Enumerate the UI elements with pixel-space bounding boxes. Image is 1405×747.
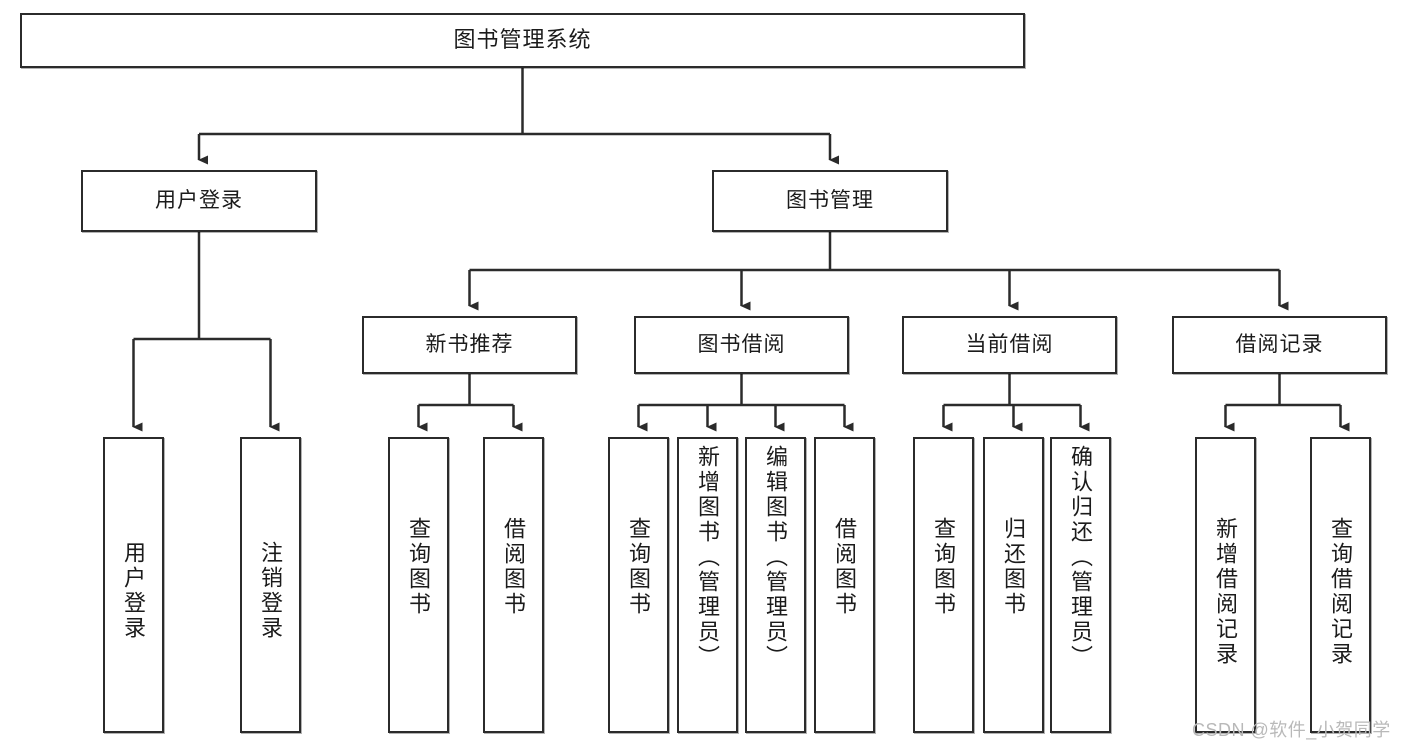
- node-l_confirm[interactable]: 确认归还（管理员）: [1050, 437, 1111, 733]
- node-label-l_edit: 编辑图书（管理员）: [763, 445, 789, 670]
- node-label-records: 借阅记录: [1235, 333, 1324, 357]
- node-label-l_add: 新增图书（管理员）: [695, 445, 721, 670]
- node-label-l_q3: 查询图书: [931, 517, 957, 617]
- node-label-l_qryrec: 查询借阅记录: [1328, 517, 1354, 667]
- node-borrow[interactable]: 图书借阅: [634, 316, 849, 374]
- node-l_logout[interactable]: 注销登录: [240, 437, 301, 733]
- node-label-l_q1: 查询图书: [406, 517, 432, 617]
- node-l_addrec[interactable]: 新增借阅记录: [1195, 437, 1256, 733]
- node-label-l_b1: 借阅图书: [501, 517, 527, 617]
- node-bookmgmt[interactable]: 图书管理: [712, 170, 948, 232]
- node-l_qryrec[interactable]: 查询借阅记录: [1310, 437, 1371, 733]
- node-l_return[interactable]: 归还图书: [983, 437, 1044, 733]
- watermark-label: CSDN @软件_小贺同学: [1192, 720, 1391, 740]
- node-l_add[interactable]: 新增图书（管理员）: [677, 437, 738, 733]
- node-label-root: 图书管理系统: [453, 27, 592, 53]
- node-label-bookmgmt: 图书管理: [786, 189, 874, 213]
- node-l_q2[interactable]: 查询图书: [608, 437, 669, 733]
- node-label-l_login: 用户登录: [121, 541, 147, 641]
- node-newrec[interactable]: 新书推荐: [362, 316, 577, 374]
- node-label-l_q2: 查询图书: [626, 517, 652, 617]
- node-label-borrow: 图书借阅: [697, 333, 786, 357]
- node-l_b1[interactable]: 借阅图书: [483, 437, 544, 733]
- node-root[interactable]: 图书管理系统: [20, 13, 1025, 68]
- node-label-current: 当前借阅: [965, 333, 1054, 357]
- node-label-newrec: 新书推荐: [425, 333, 514, 357]
- node-label-l_return: 归还图书: [1001, 517, 1027, 617]
- node-label-l_confirm: 确认归还（管理员）: [1068, 445, 1094, 670]
- node-records[interactable]: 借阅记录: [1172, 316, 1387, 374]
- node-label-l_b2: 借阅图书: [832, 517, 858, 617]
- node-label-l_logout: 注销登录: [258, 541, 284, 641]
- node-l_q3[interactable]: 查询图书: [913, 437, 974, 733]
- node-l_q1[interactable]: 查询图书: [388, 437, 449, 733]
- edge-group: [132, 68, 1350, 432]
- node-l_b2[interactable]: 借阅图书: [814, 437, 875, 733]
- node-label-login: 用户登录: [155, 189, 243, 213]
- node-current[interactable]: 当前借阅: [902, 316, 1117, 374]
- node-label-l_addrec: 新增借阅记录: [1213, 517, 1239, 667]
- node-l_edit[interactable]: 编辑图书（管理员）: [745, 437, 806, 733]
- node-l_login[interactable]: 用户登录: [103, 437, 164, 733]
- node-login[interactable]: 用户登录: [81, 170, 317, 232]
